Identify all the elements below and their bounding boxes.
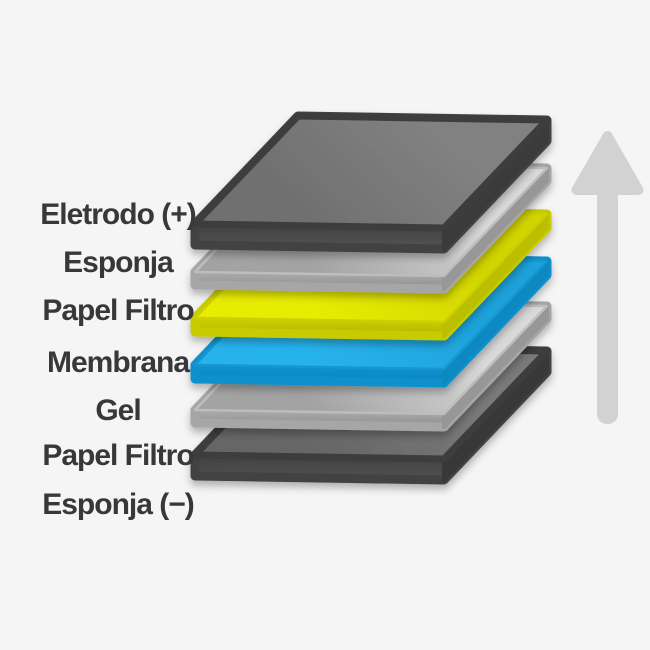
up-arrow-icon [571,131,644,424]
layer-slab-electrode-plate-top [190,111,552,254]
